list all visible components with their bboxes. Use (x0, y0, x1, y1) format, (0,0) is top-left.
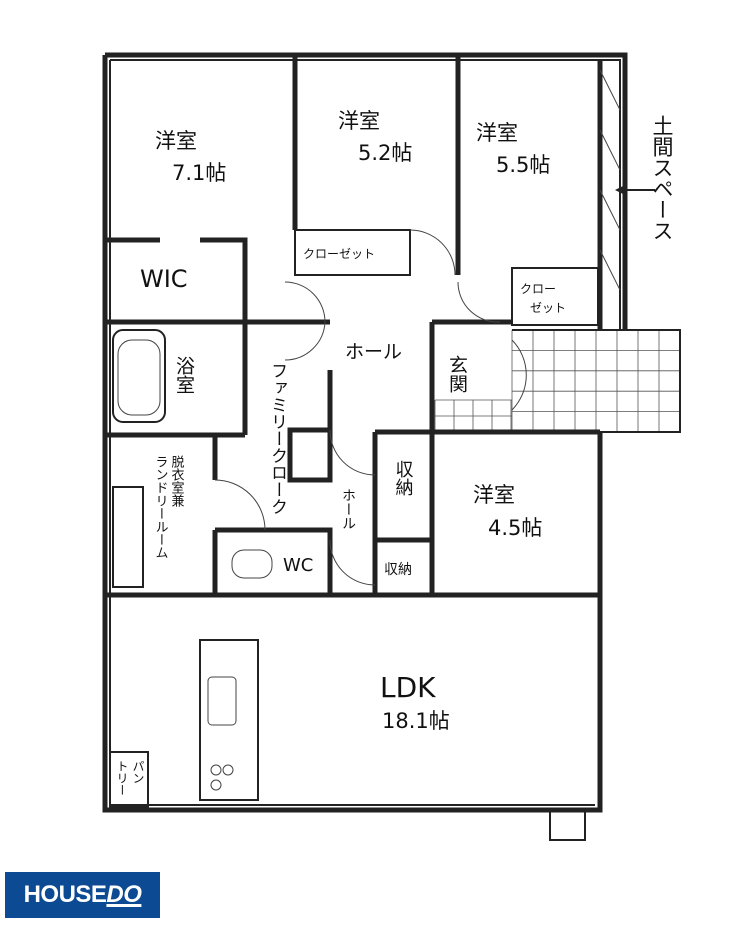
room2-name: 洋室 (338, 109, 380, 133)
family-cloak-label: ファミリークローク (267, 362, 287, 515)
entrance-label: 玄関 (446, 355, 468, 393)
logo-do: DO (106, 881, 142, 908)
walls (102, 52, 681, 841)
bath-label: 浴室 (173, 356, 195, 394)
pantry-line1: パン (131, 760, 145, 784)
room2-size: 5.2帖 (358, 141, 412, 165)
entrance-tile-grid (434, 329, 681, 433)
hall2-label: ホール (340, 488, 356, 530)
storage2-label: 収納 (384, 562, 412, 578)
closet1-label: クローゼット (303, 247, 375, 261)
pantry-line2: トリー (115, 760, 129, 796)
ldk-name: LDK (380, 671, 436, 704)
housedo-logo: HOUSEDO (5, 872, 160, 918)
wic-label: WIC (140, 265, 188, 293)
room4-size: 4.5帖 (488, 516, 542, 540)
dressing-line1: 脱衣室兼 (169, 455, 185, 507)
wc-label: WC (283, 555, 313, 576)
closet2-line2: ゼット (530, 301, 566, 315)
room3-size: 5.5帖 (496, 153, 550, 177)
room1-size: 7.1帖 (172, 161, 226, 185)
closet2-line1: クロー (520, 282, 556, 296)
doma-space-label: 土間スペース (650, 115, 674, 241)
ldk-size: 18.1帖 (382, 709, 450, 733)
storage1-label: 収納 (393, 460, 414, 496)
room-labels: 洋室 7.1帖 洋室 5.2帖 洋室 5.5帖 WIC クローゼット クロー ゼ… (115, 109, 674, 796)
dressing-line2: ランドリールーム (153, 455, 168, 559)
logo-house: HOUSE (23, 881, 107, 908)
room4-name: 洋室 (473, 483, 515, 507)
hall-label: ホール (345, 341, 402, 363)
room3-name: 洋室 (476, 121, 518, 145)
room1-name: 洋室 (155, 129, 197, 153)
